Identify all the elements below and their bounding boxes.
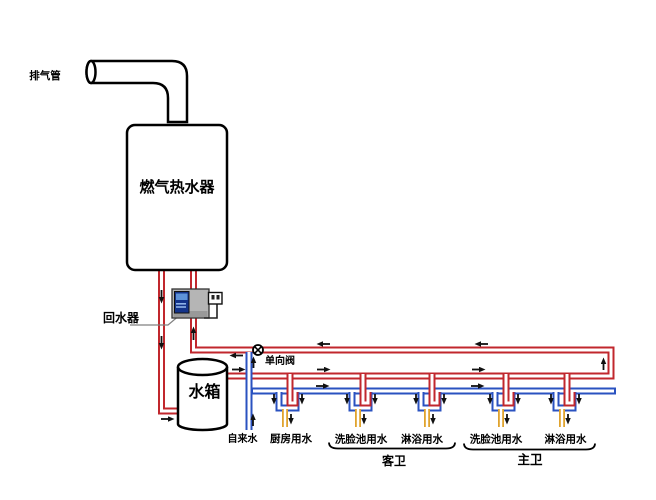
- heater-outlet-pipe: [158, 269, 181, 415]
- power-cord: [204, 304, 218, 319]
- fixture-label-basin-guest: 洗脸池用水: [335, 433, 388, 446]
- gas-water-heater-label: 燃气热水器: [139, 178, 215, 196]
- check-valve-label: 单向阀: [265, 354, 295, 367]
- fixture-tap-assembly-kitchen: [275, 374, 300, 427]
- guest-bathroom-bracket: [328, 442, 456, 450]
- return-water-device-label: 回水器: [103, 310, 140, 325]
- exhaust-pipe-opening: [85, 59, 97, 85]
- hot-water-loop-pipe: [190, 269, 615, 380]
- fixture-label-shower-master: 淋浴用水: [545, 433, 587, 446]
- fixture-tap-assembly-basin-master: [491, 374, 516, 427]
- fixture-label-basin-master: 洗脸池用水: [470, 433, 523, 446]
- fixture-label-shower-guest: 淋浴用水: [401, 433, 443, 446]
- exhaust-pipe: [85, 59, 189, 124]
- gas-water-heater: 燃气热水器: [125, 123, 229, 272]
- label-pointer-line: [130, 316, 178, 326]
- power-socket: [207, 291, 223, 305]
- fixture-tap-assembly-shower-master: [552, 374, 577, 427]
- guest-bathroom-label: 客卫: [381, 453, 406, 468]
- fixture-tap-assembly-basin-guest: [348, 374, 373, 427]
- check-valve-icon: [252, 344, 264, 356]
- master-bathroom-label: 主卫: [517, 452, 543, 467]
- fixture-label-kitchen: 厨房用水: [270, 432, 312, 445]
- water-tank-label: 水箱: [188, 382, 220, 401]
- master-bathroom-bracket: [463, 443, 596, 451]
- water-tank: 水箱: [176, 357, 229, 432]
- tap-water-label: 自来水: [228, 432, 259, 445]
- exhaust-pipe-label: 排气管: [29, 69, 61, 82]
- return-water-device: [130, 288, 223, 326]
- flow-arrows: [158, 290, 607, 426]
- fixture-tap-assembly-shower-guest: [417, 374, 442, 427]
